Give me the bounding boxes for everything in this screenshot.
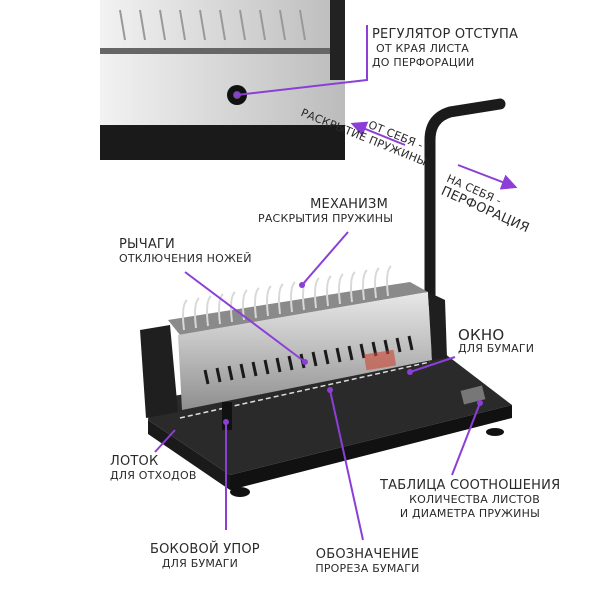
callout-lines [154,25,518,541]
callout-side-stop: Боковой упор для бумаги [150,542,260,571]
callout-cut-mark: Обозначение прореза бумаги [315,547,420,576]
callout-paper-window: Окно для бумаги [458,326,535,356]
inset-closeup [100,0,345,160]
base-plate [148,350,512,475]
callout-indent-regulator: Регулятор отступа от края листа до перфо… [372,27,519,70]
side-stop [222,402,232,430]
callout-knife-levers: Рычаги отключения ножей [119,237,252,266]
spring-opening-combs [182,265,392,331]
callout-ratio-table: Таблица соотношения количества листов и … [380,478,561,521]
callout-dots [223,92,483,425]
callout-waste-tray: Лоток для отходов [110,454,197,483]
handle [424,98,506,306]
paper-cut-mark [179,361,431,419]
callout-spring-mechanism: Механизм раскрытия пружины [258,197,394,226]
ratio-table [460,385,486,405]
mechanism-body [178,292,432,410]
knife-levers [203,335,414,385]
